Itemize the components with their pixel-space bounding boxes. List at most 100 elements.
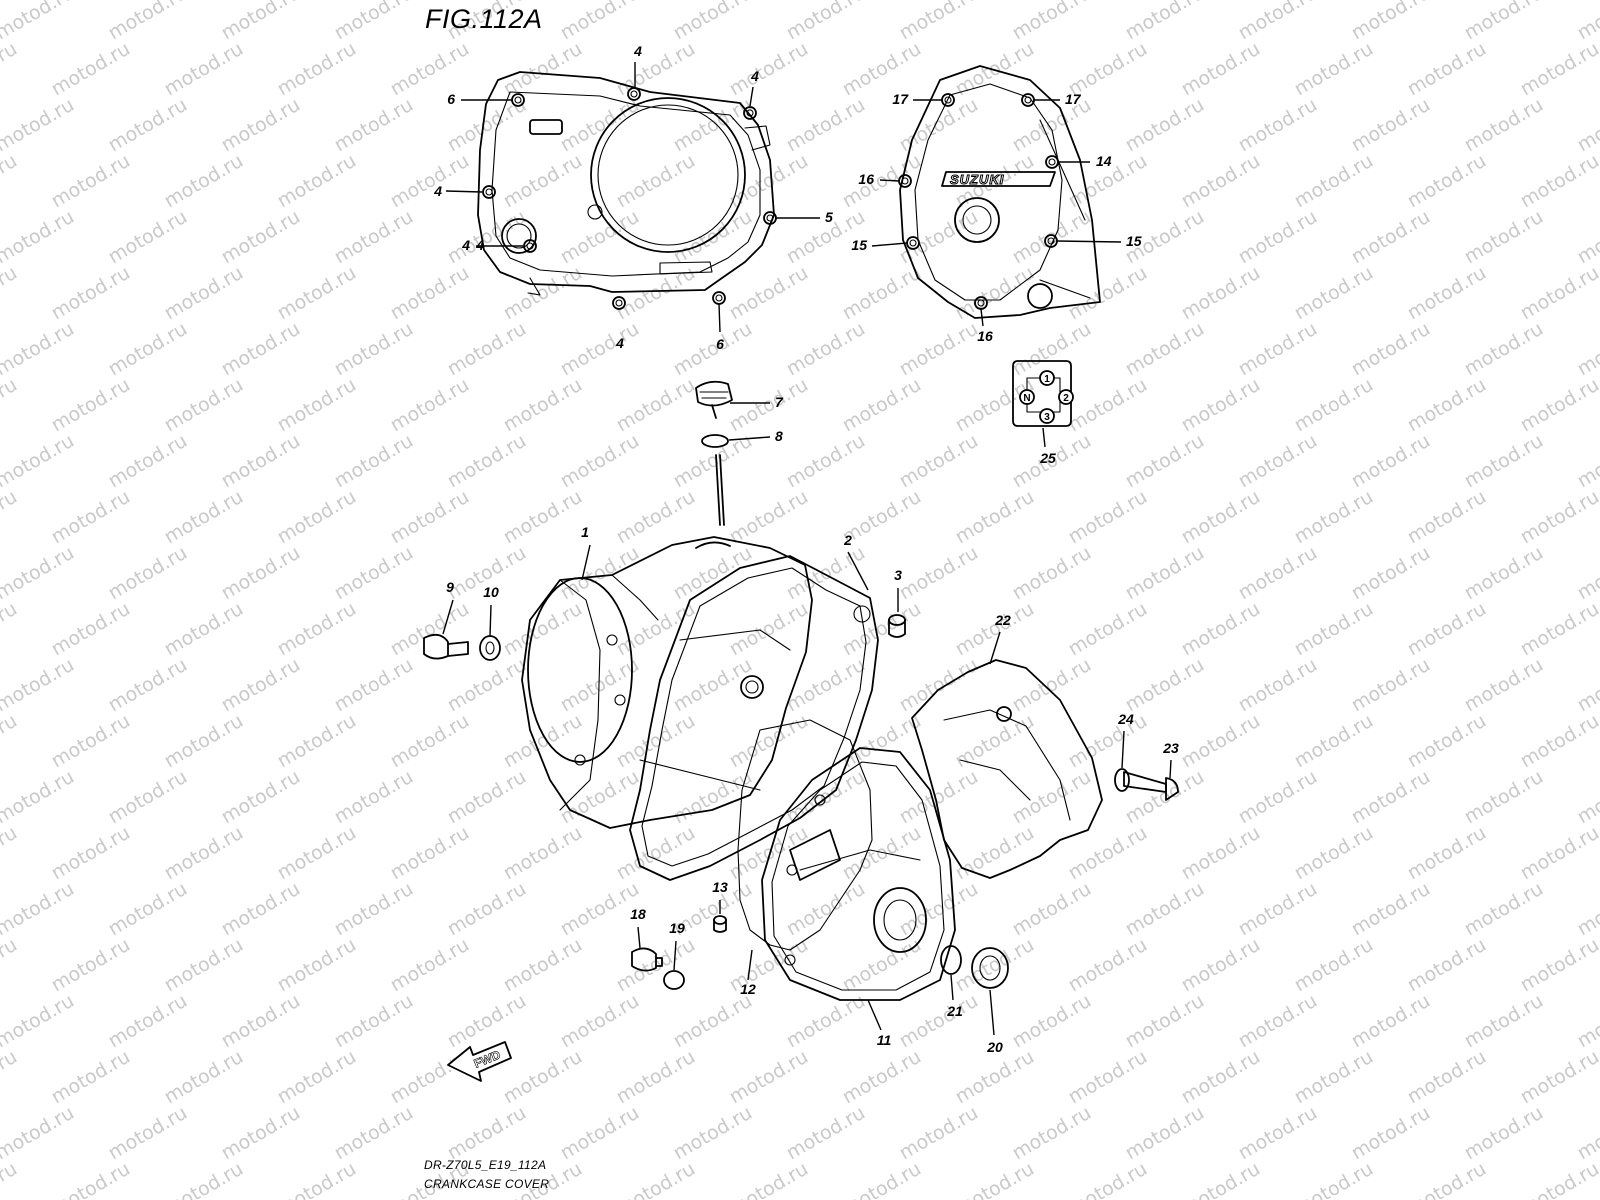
watermark-text: motod.ru [1574,0,1600,44]
watermark-text: motod.ru [500,374,586,437]
watermark-text: motod.ru [1404,598,1490,661]
watermark-text: motod.ru [48,262,134,325]
watermark-text: motod.ru [48,934,134,997]
watermark-text: motod.ru [1235,766,1321,829]
callout-leader-line [950,974,954,1001]
callout-23: 23 [1162,740,1179,756]
clutch-cover-front-view [477,71,777,310]
watermark-text: motod.ru [218,318,304,381]
watermark-text: motod.ru [1574,990,1600,1053]
o-ring-19 [663,970,685,990]
watermark-text: motod.ru [613,150,699,213]
crankcase-cover [521,536,813,829]
callout-leader-line [879,179,900,182]
watermark-text: motod.ru [387,710,473,773]
watermark-text: motod.ru [1235,990,1321,1053]
watermark-text: motod.ru [218,878,304,941]
watermark-text: motod.ru [274,150,360,213]
watermark-text: motod.ru [1517,38,1600,101]
watermark-text: motod.ru [1009,654,1095,717]
watermark-text: motod.ru [105,318,191,381]
watermark-text: motod.ru [105,766,191,829]
callout-5: 5 [825,209,833,225]
watermark-text: motod.ru [726,1046,812,1109]
callout-leader-line [673,940,677,971]
watermark-text: motod.ru [161,374,247,437]
watermark-text: motod.ru [726,710,812,773]
watermark-text: motod.ru [1009,318,1095,381]
watermark-text: motod.ru [613,1158,699,1200]
watermark-text: motod.ru [161,262,247,325]
callout-4: 4 [433,183,442,199]
watermark-text: motod.ru [274,486,360,549]
watermark-text: motod.ru [952,822,1038,885]
watermark-text: motod.ru [1235,430,1321,493]
watermark-text: motod.ru [48,374,134,437]
watermark-text: motod.ru [839,374,925,437]
callout-leader-line [847,551,869,591]
watermark-text: motod.ru [274,598,360,661]
watermark-text: motod.ru [896,990,982,1053]
watermark-text: motod.ru [783,878,869,941]
watermark-text: motod.ru [1178,1158,1264,1200]
callout-15: 15 [851,237,867,253]
watermark-text: motod.ru [726,374,812,437]
callout-leader-line [1121,730,1125,769]
watermark-text: motod.ru [896,318,982,381]
watermark-text: motod.ru [0,766,78,829]
watermark-text: motod.ru [218,1102,304,1165]
watermark-text: motod.ru [500,150,586,213]
watermark-text: motod.ru [218,766,304,829]
callout-leader-line [1169,759,1172,779]
watermark-text: motod.ru [1574,206,1600,269]
watermark-text: motod.ru [1348,430,1434,493]
watermark-text: motod.ru [783,0,869,44]
watermark-text: motod.ru [1404,1046,1490,1109]
watermark-text: motod.ru [331,1102,417,1165]
callout-leader-line [989,631,1001,665]
bolt-9 [423,633,469,660]
watermark-text: motod.ru [1178,934,1264,997]
watermark-text: motod.ru [1122,0,1208,44]
callout-4: 4 [615,335,624,351]
callout-leader-line [637,926,641,949]
watermark-text: motod.ru [839,598,925,661]
watermark-text: motod.ru [839,262,925,325]
watermark-text: motod.ru [218,0,304,44]
diagram-code: DR-Z70L5_E19_112A [424,1158,547,1172]
callout-21: 21 [946,1003,963,1019]
watermark-text: motod.ru [1404,150,1490,213]
watermark-text: motod.ru [500,822,586,885]
watermark-text: motod.ru [500,1046,586,1109]
watermark-text: motod.ru [670,318,756,381]
watermark-text: motod.ru [1404,374,1490,437]
watermark-text: motod.ru [1178,374,1264,437]
watermark-text: motod.ru [161,934,247,997]
callout-7: 7 [775,394,784,410]
callout-4: 4 [461,237,470,253]
watermark-text: motod.ru [1517,710,1600,773]
watermark-text: motod.ru [1461,654,1547,717]
figure-title: FIG.112A [425,4,543,34]
magneto-cover [761,747,956,1001]
dowel-pin-3 [888,614,906,638]
watermark-text: motod.ru [1009,990,1095,1053]
callout-2: 2 [843,532,852,548]
watermark-text: motod.ru [0,430,78,493]
callout-leader-line [581,544,591,581]
watermark-text: motod.ru [783,1102,869,1165]
watermark-text: motod.ru [0,94,78,157]
gear-indicator-third: 3 [1044,412,1050,423]
callout-9: 9 [446,579,454,595]
watermark-text: motod.ru [500,262,586,325]
watermark-text: motod.ru [1348,878,1434,941]
callout-6: 6 [716,336,724,352]
watermark-text: motod.ru [1065,374,1151,437]
callout-leader-line [718,303,721,333]
watermark-text: motod.ru [1348,654,1434,717]
watermark-text: motod.ru [896,654,982,717]
watermark-text: motod.ru [1574,654,1600,717]
watermark-text: motod.ru [444,654,530,717]
watermark-text: motod.ru [1461,318,1547,381]
watermark-text: motod.ru [670,94,756,157]
